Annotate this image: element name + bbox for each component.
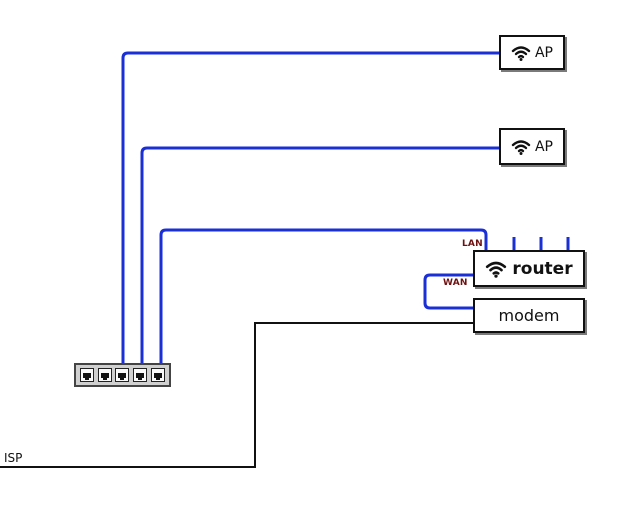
switch-port (151, 368, 166, 382)
switch-port (79, 368, 94, 382)
access-point-top: AP (499, 35, 565, 70)
cable-isp-to-modem (0, 322, 473, 468)
isp-label: ISP (4, 451, 23, 465)
wifi-icon (511, 45, 531, 61)
router-antennas (512, 237, 570, 250)
wifi-icon (485, 260, 507, 278)
router-label: router (512, 258, 573, 279)
wifi-icon (511, 139, 531, 155)
access-point-label: AP (534, 138, 554, 155)
modem: modem (473, 298, 585, 333)
wan-port-label: WAN (443, 278, 468, 288)
lan-port-label: LAN (462, 239, 483, 249)
modem-label: modem (498, 306, 560, 325)
cable-switch-to-ap-bottom (140, 146, 499, 363)
switch-port (115, 368, 130, 382)
network-switch-icon (74, 363, 171, 387)
access-point-label: AP (534, 44, 554, 61)
router: router (473, 250, 585, 287)
switch-port (97, 368, 112, 382)
access-point-bottom: AP (499, 128, 565, 165)
cable-switch-to-router-lan (159, 228, 488, 363)
cable-switch-to-ap-top (121, 51, 499, 363)
switch-port (133, 368, 148, 382)
cable-router-wan-to-modem (423, 273, 473, 310)
